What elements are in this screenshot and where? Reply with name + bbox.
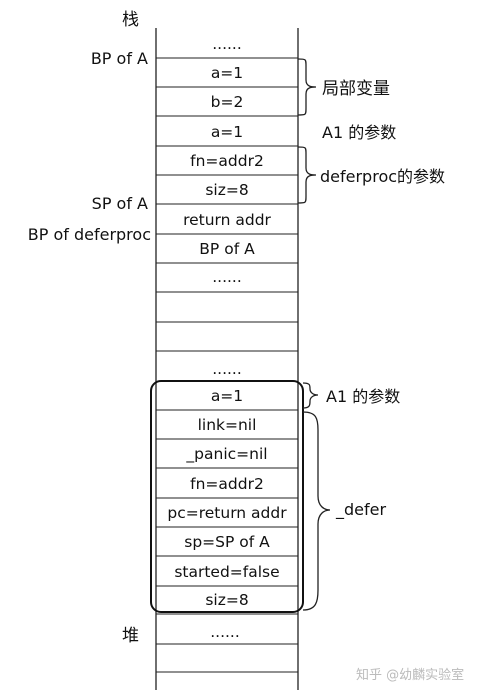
defer-cell: pc=return addr — [167, 504, 287, 522]
a1-params-brace — [302, 382, 319, 409]
defer-label: _defer — [335, 500, 386, 520]
stack-title: 栈 — [122, 10, 139, 30]
stack-cell: siz=8 — [205, 181, 248, 199]
defer-cell: started=false — [174, 563, 279, 581]
a1-params-label-2: A1 的参数 — [326, 387, 400, 406]
left-labels: BP of A SP of A BP of deferproc — [28, 49, 151, 244]
defer-cell: ...... — [212, 360, 242, 378]
cell-dividers — [156, 57, 298, 673]
stack-cell: a=1 — [211, 123, 243, 141]
defer-cell: _panic=nil — [185, 445, 267, 464]
stack-cell: fn=addr2 — [190, 152, 264, 170]
locals-label: 局部变量 — [322, 79, 390, 99]
locals-brace — [297, 58, 317, 116]
stack-cells: ...... a=1 b=2 a=1 fn=addr2 siz=8 return… — [183, 35, 271, 286]
defer-cell: a=1 — [211, 387, 243, 405]
defer-brace — [302, 411, 331, 611]
defer-struct-box — [150, 380, 304, 613]
deferproc-params-brace — [297, 146, 317, 204]
deferproc-params-label: deferproc的参数 — [320, 167, 445, 186]
stack-cell: ...... — [212, 268, 242, 286]
defer-cell: fn=addr2 — [190, 475, 264, 493]
bp-of-deferproc-label: BP of deferproc — [28, 225, 151, 244]
heap-cell: ...... — [210, 623, 240, 641]
defer-cell: link=nil — [198, 416, 257, 434]
defer-cell: siz=8 — [205, 591, 248, 609]
braces — [297, 58, 331, 611]
heap-title: 堆 — [122, 626, 139, 646]
stack-cell: ...... — [212, 35, 242, 53]
a1-params-label: A1 的参数 — [322, 123, 396, 142]
defer-cells: ...... a=1 link=nil _panic=nil fn=addr2 … — [167, 360, 287, 609]
stack-cell: return addr — [183, 211, 271, 229]
stack-cell: b=2 — [211, 93, 244, 111]
watermark: 知乎 @幼麟实验室 — [356, 667, 464, 683]
right-labels: 局部变量 A1 的参数 deferproc的参数 A1 的参数 _defer — [320, 79, 445, 520]
bp-of-a-label: BP of A — [91, 49, 148, 68]
sp-of-a-label: SP of A — [92, 194, 148, 213]
stack-cell: a=1 — [211, 64, 243, 82]
stack-cell: BP of A — [199, 240, 255, 258]
defer-cell: sp=SP of A — [184, 533, 270, 551]
